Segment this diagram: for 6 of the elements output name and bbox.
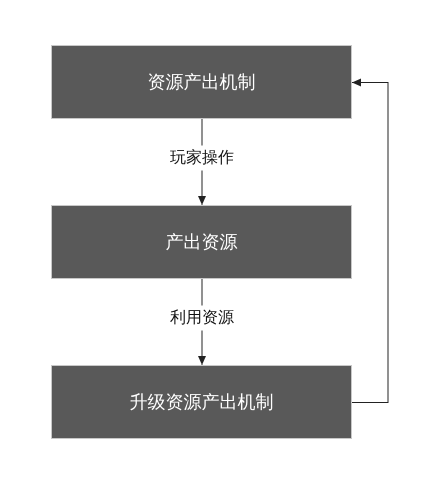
process-box: 升级资源产出机制 (51, 365, 352, 439)
edge-label: 玩家操作 (170, 146, 234, 170)
arrow (352, 78, 388, 403)
process-box: 资源产出机制 (51, 45, 352, 119)
process-box: 产出资源 (51, 205, 352, 279)
edge-label: 利用资源 (170, 306, 234, 330)
